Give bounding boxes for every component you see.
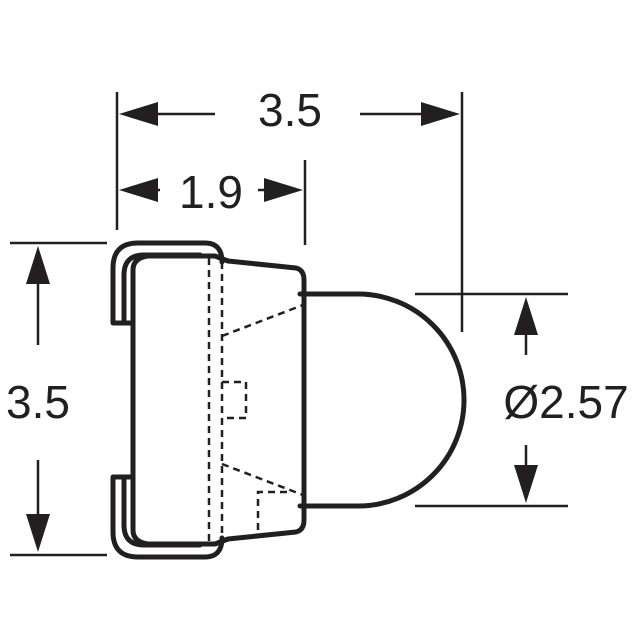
lens-dome bbox=[297, 291, 467, 509]
lead-frame-inner bbox=[121, 252, 203, 548]
led-component bbox=[110, 240, 467, 560]
arrow-up-icon bbox=[514, 297, 538, 335]
arrow-left-icon bbox=[119, 178, 158, 202]
overall-height-label: 3.5 bbox=[6, 376, 70, 428]
body-width-label: 1.9 bbox=[179, 166, 243, 218]
hidden-die bbox=[222, 380, 248, 420]
overall-width-dimension: 3.5 bbox=[115, 84, 464, 332]
arrow-right-icon bbox=[421, 102, 460, 126]
lens-diameter-dimension: Ø2.57 bbox=[415, 292, 629, 508]
overall-height-dimension: 3.5 bbox=[6, 241, 107, 557]
overall-width-label: 3.5 bbox=[258, 84, 322, 136]
hidden-reflector-bottom bbox=[221, 462, 304, 497]
hidden-reflector-top bbox=[221, 303, 304, 338]
arrow-left-icon bbox=[119, 102, 158, 126]
lead-frame-outer bbox=[110, 240, 225, 560]
body-housing bbox=[130, 253, 307, 547]
lens-diameter-label: Ø2.57 bbox=[503, 376, 628, 428]
body-width-dimension: 1.9 bbox=[119, 160, 307, 245]
hidden-wire bbox=[256, 490, 290, 530]
arrow-up-icon bbox=[26, 246, 50, 284]
arrow-down-icon bbox=[514, 465, 538, 503]
arrow-down-icon bbox=[26, 514, 50, 552]
arrow-right-icon bbox=[264, 178, 303, 202]
